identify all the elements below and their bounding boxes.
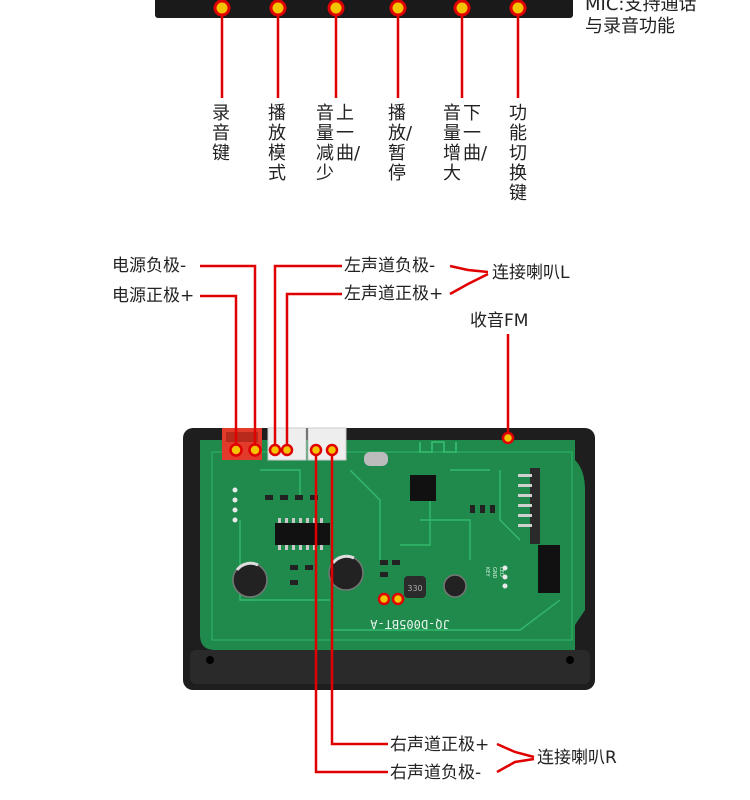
label-record-key-col1: 录音键 bbox=[212, 103, 230, 164]
label-speaker-left: 连接喇叭L bbox=[492, 263, 570, 283]
pcb-board: 330 KEY GND LED JQ-D005BT-A bbox=[200, 440, 585, 650]
label-right-negative: 右声道负极- bbox=[390, 763, 482, 783]
label-vol-up-next-col1: 音量增大 bbox=[443, 103, 461, 184]
chip-label-led: LED bbox=[498, 567, 504, 577]
top-callouts bbox=[220, 8, 520, 98]
chip-label-gnd: GND bbox=[491, 567, 497, 579]
label-play-pause-col1: 播放/暂停 bbox=[388, 103, 413, 184]
label-function-switch-col1: 功能切换键 bbox=[509, 103, 527, 204]
label-left-positive: 左声道正极+ bbox=[344, 284, 444, 304]
label-power-positive: 电源正极+ bbox=[112, 286, 195, 306]
pin-dots bbox=[229, 431, 515, 606]
label-right-positive: 右声道正极+ bbox=[390, 735, 490, 755]
chip-label-key: KEY bbox=[484, 567, 490, 577]
label-vol-down-prev-col1: 音量减少 bbox=[316, 103, 334, 184]
label-record-key: 录音键 bbox=[212, 104, 232, 164]
label-power-negative: 电源负极- bbox=[112, 256, 187, 276]
mic-note: MIC:支持通话 与录音功能 bbox=[585, 0, 696, 38]
board-model-text: JQ-D005BT-A bbox=[369, 617, 449, 631]
label-vol-up-next: 音量增大下一曲/ bbox=[443, 103, 488, 184]
label-play-mode: 播放模式 bbox=[268, 104, 288, 184]
mic-note-line2: 与录音功能 bbox=[585, 16, 675, 37]
label-vol-down-prev-col2: 上一曲/ bbox=[336, 103, 361, 164]
pin-callout-lines bbox=[200, 264, 535, 774]
top-button-dots bbox=[213, 0, 527, 17]
label-play-mode-col1: 播放模式 bbox=[268, 103, 286, 184]
label-left-negative: 左声道负极- bbox=[344, 256, 436, 276]
inductor-label: 330 bbox=[407, 584, 422, 593]
label-speaker-right: 连接喇叭R bbox=[537, 748, 617, 768]
mic-note-line1: MIC:支持通话 bbox=[585, 0, 697, 15]
label-vol-down-prev: 音量减少上一曲/ bbox=[316, 103, 361, 184]
label-fm-radio: 收音FM bbox=[470, 311, 529, 331]
label-vol-up-next-col2: 下一曲/ bbox=[463, 103, 488, 164]
label-function-switch: 功能切换键 bbox=[509, 104, 529, 204]
label-play-pause: 播放/暂停 bbox=[388, 103, 413, 184]
